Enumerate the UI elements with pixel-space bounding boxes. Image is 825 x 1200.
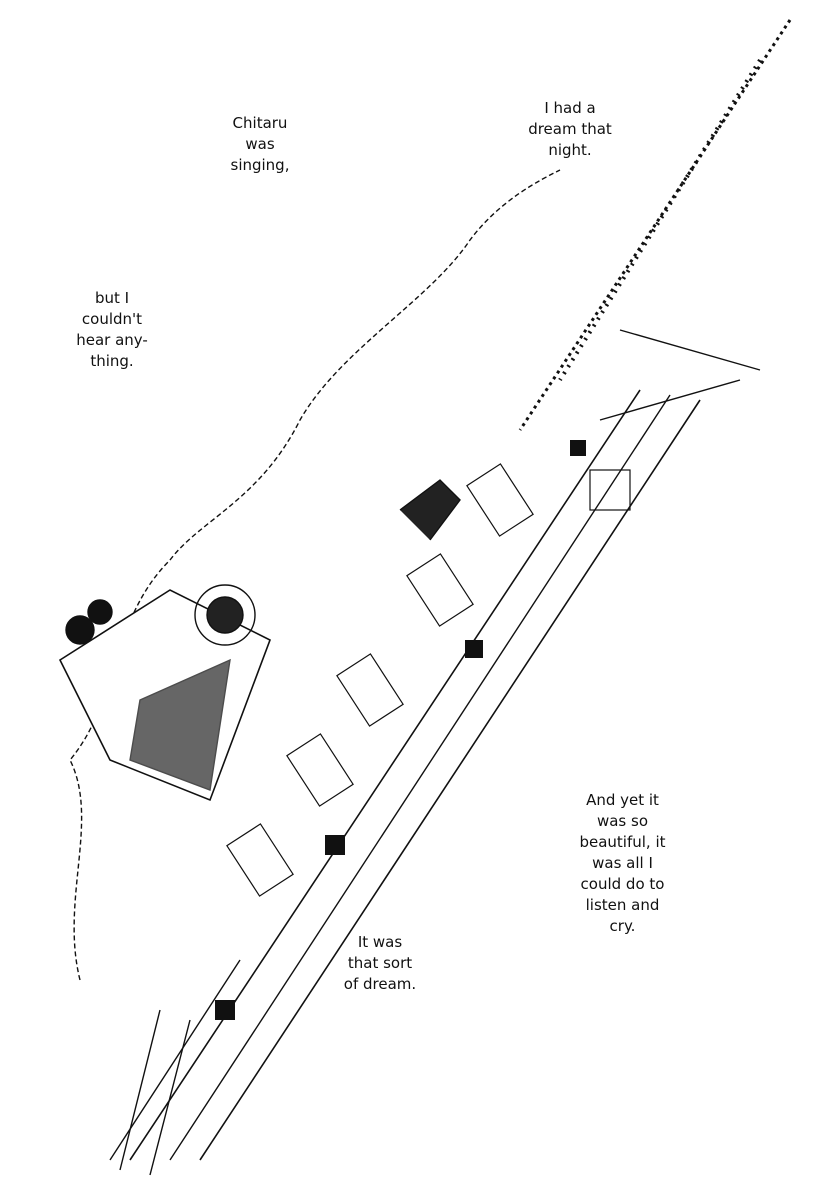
caption-sort-of-dream: It was that sort of dream.: [325, 932, 435, 995]
caption-line: could do to: [580, 875, 665, 893]
caption-line: thing.: [90, 352, 134, 370]
caption-line: Chitaru: [232, 114, 288, 132]
caption-line: was all I: [592, 854, 653, 872]
caption-line: It was: [357, 933, 403, 951]
caption-line: beautiful, it: [579, 833, 666, 851]
caption-line: of dream.: [343, 975, 417, 993]
caption-beautiful: And yet it was so beautiful, it was all …: [555, 790, 690, 937]
caption-line: night.: [548, 141, 592, 159]
caption-line: listen and: [585, 896, 660, 914]
caption-line: cry.: [609, 917, 636, 935]
caption-line: was: [245, 135, 275, 153]
caption-line: dream that: [528, 120, 612, 138]
caption-couldnt-hear: but I couldn't hear any- thing.: [57, 288, 167, 372]
caption-dream-night: I had a dream that night.: [510, 98, 630, 161]
caption-line: that sort: [347, 954, 413, 972]
caption-line: but I: [94, 289, 130, 307]
caption-line: I had a: [544, 99, 596, 117]
caption-line: couldn't: [81, 310, 143, 328]
caption-line: was so: [596, 812, 649, 830]
caption-line: hear any-: [76, 331, 148, 349]
caption-chitaru-singing: Chitaru was singing,: [210, 113, 310, 176]
caption-line: And yet it: [586, 791, 659, 809]
caption-line: singing,: [230, 156, 290, 174]
